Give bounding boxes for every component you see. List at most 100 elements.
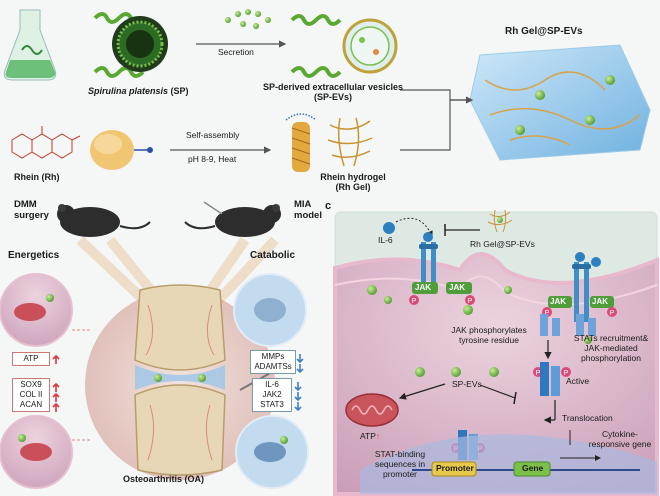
signaling-right-box: IL-6 JAK2 STAT3	[252, 378, 292, 412]
rh-gel-sp-evs-title: Rh Gel@SP-EVs	[505, 26, 583, 37]
jak-label-3: JAK	[550, 297, 567, 306]
phosphate-label: P	[610, 310, 615, 317]
sp-evs-vesicle-icon	[342, 18, 398, 74]
down-arrow-icon	[296, 354, 304, 364]
energetics-cell-bottom	[0, 415, 73, 489]
mouse-mia-icon	[184, 201, 281, 237]
rhein-label: Rhein (Rh)	[14, 172, 60, 182]
jak-block-2	[446, 282, 472, 294]
catabolic-cell-bottom	[235, 415, 309, 489]
statbind-line3: promoter	[382, 468, 417, 479]
merge-arrow-lower	[400, 100, 451, 151]
self-assembly-label: Self-assembly	[186, 130, 240, 140]
up-arrow-icon	[52, 382, 60, 392]
merge-arrow-upper	[400, 89, 470, 101]
stats-line3: phosphorylation	[580, 352, 641, 363]
stats-line1: STATs recruitment&	[573, 333, 649, 343]
hydrogel-line1: Rhein hydrogel	[320, 172, 386, 182]
spevs-to-mito-arrow	[398, 383, 446, 400]
atp-panel-label: ATP↑	[360, 431, 380, 442]
sp-evs-label: SP-derived extracellular vesicles(SP-EVs…	[258, 82, 408, 103]
sp-label-italic: Spirulina platensis	[88, 86, 169, 96]
nucleus-region	[360, 434, 657, 494]
receptor-left	[419, 232, 438, 292]
rhein-molecule-icon	[11, 126, 81, 159]
stat-dimer-active	[540, 362, 560, 396]
jak-label-4: JAK	[592, 297, 609, 306]
up-arrow-icon	[52, 392, 60, 402]
phosphate-label: P	[412, 298, 417, 305]
jak2-text: JAK2	[262, 390, 282, 399]
il6-binding-arrow	[395, 217, 433, 237]
stat3-text: STAT3	[260, 400, 284, 409]
il6-ligand-icon	[383, 222, 395, 234]
acan-text: ACAN	[19, 400, 43, 409]
sp-evs-label-line2: (SP-EVs)	[313, 92, 352, 103]
secretion-label: Secretion	[218, 47, 254, 57]
promoter-label: Promoter	[436, 463, 474, 473]
statbind-line2: sequences in	[374, 458, 426, 469]
spevs-panel-label: SP-EVs	[452, 379, 482, 389]
gene-label: Gene	[522, 463, 544, 473]
ph-heat-label: pH 8-9, Heat	[188, 154, 237, 164]
right-marker-arrows	[294, 354, 304, 412]
sp-label-abbr: (SP)	[168, 86, 189, 96]
panel-c-letter: c	[325, 200, 332, 212]
cytokine-line1: Cytokine-	[602, 429, 638, 439]
phosphate-circle	[561, 367, 571, 377]
rh-gel-panel-label: Rh Gel@SP-EVs	[470, 239, 535, 249]
stats-line2: JAK-mediated	[584, 342, 638, 353]
translocation-label: Translocation	[562, 413, 613, 423]
phosphate-label: P	[468, 298, 473, 305]
spevs-inhibit-line	[479, 384, 516, 399]
mia-line2: model	[294, 209, 322, 221]
cytokine-label: Cytokine-responsive gene	[580, 429, 660, 450]
ev-particles-cell	[367, 285, 592, 377]
rhein-disc-icon	[90, 130, 153, 170]
active-label: Active	[566, 376, 590, 386]
mia-line1: MIA	[294, 199, 312, 210]
atp-left-text: ATP	[23, 354, 39, 363]
markers-left-box: SOX9 COL II ACAN	[12, 378, 50, 412]
phosphate-label: P	[545, 310, 550, 317]
enzymes-right-box: MMPs ADAMTSs	[250, 350, 296, 374]
sox9-text: SOX9	[20, 380, 42, 389]
adamts-text: ADAMTSs	[254, 362, 292, 371]
down-arrow-icon	[294, 382, 302, 392]
left-marker-arrows	[52, 354, 60, 412]
phosphate-label: P	[536, 370, 541, 377]
up-arrow-icon	[52, 354, 60, 364]
atp-left-box: ATP	[12, 352, 50, 366]
energetics-cell-top	[0, 273, 73, 347]
jak-block-3	[548, 296, 572, 308]
statbind-line1: STAT-binding	[374, 449, 426, 459]
mmps-text: MMPs	[261, 352, 285, 361]
sp-evs-label-line1: SP-derived extracellular vesicles	[262, 82, 404, 92]
atp-panel-text: ATP	[360, 431, 376, 441]
stat-monomers	[540, 314, 596, 336]
sp-label: Spirulina platensis (SP)	[88, 86, 189, 96]
rhein-hydrogel-label: Rhein hydrogel(Rh Gel)	[318, 172, 388, 193]
dmm-line2: surgery	[14, 209, 49, 221]
hydrogel-line2: (Rh Gel)	[335, 182, 371, 193]
cytokine-line2: responsive gene	[588, 438, 652, 449]
knee-joint-icon	[85, 284, 275, 480]
down-arrow-icon	[294, 402, 302, 412]
rhein-fiber-icon	[285, 113, 317, 172]
sp-evs-helix-icon	[290, 14, 342, 78]
catabolic-cell-top	[233, 273, 307, 347]
jak-label-1: JAK	[415, 283, 432, 292]
phosphate-circle	[607, 307, 617, 317]
phosphate-label: P	[564, 370, 569, 377]
dmm-line1: DMM	[14, 199, 37, 210]
rh-gel-mesh-icon	[487, 209, 513, 233]
col2-text: COL II	[19, 390, 43, 399]
il6-left-text: IL-6	[265, 380, 279, 389]
secretion-particles-icon	[225, 9, 271, 29]
oa-label: Osteoarthritis (OA)	[123, 474, 205, 484]
